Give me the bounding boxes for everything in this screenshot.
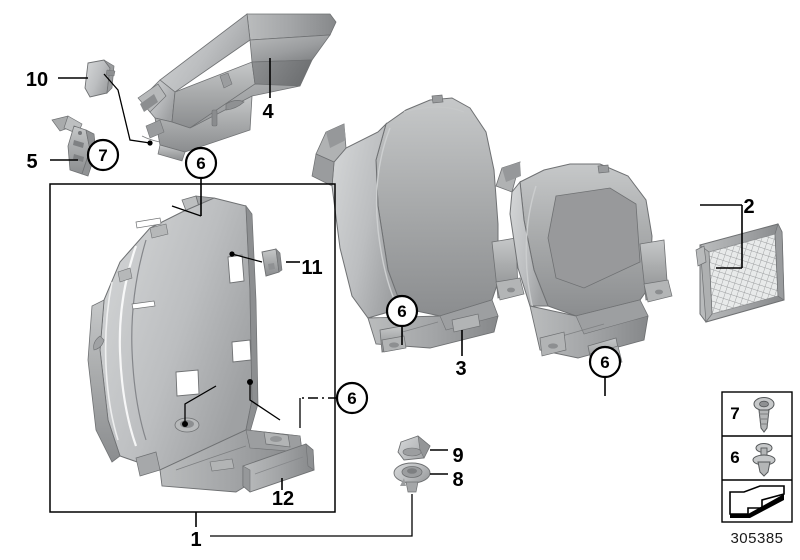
legend-box <box>721 391 793 523</box>
legend-label-7: 7 <box>730 404 739 423</box>
circled-callout-6-assembly-label: 6 <box>347 389 356 408</box>
circled-callout-6-panel3: 6 <box>385 294 419 328</box>
circled-callout-7-label: 7 <box>98 146 107 165</box>
leader-rivet-hook-b <box>184 385 217 424</box>
assembly-group-box <box>49 183 336 513</box>
callout-1: 1 <box>190 529 201 551</box>
part-wedge-clip <box>397 435 431 461</box>
part-cover-strip <box>242 443 315 493</box>
legend-row-screw <box>753 397 775 433</box>
callout-12: 12 <box>272 488 294 510</box>
legend-row-rivet <box>752 443 776 477</box>
part-grommet-nut <box>393 462 431 493</box>
callout-2: 2 <box>743 196 754 218</box>
callout-5: 5 <box>26 151 37 173</box>
circled-callout-6-panel3-label: 6 <box>397 302 406 321</box>
circled-callout-6-panel-right-label: 6 <box>600 353 609 372</box>
circled-callout-6-panel-right: 6 <box>588 345 622 379</box>
leader-circle-6-top-hook <box>171 205 202 217</box>
leader-rivet-hook-a <box>249 382 281 421</box>
callout-10: 10 <box>26 69 48 91</box>
leader-2-branch <box>716 205 743 269</box>
leader-dot-11 <box>229 251 235 257</box>
callout-9: 9 <box>452 445 463 467</box>
leader-dot-rivet-a <box>247 379 253 385</box>
leader-dot-rivet-b <box>182 421 188 427</box>
leader-8-9-to-assembly <box>210 494 413 537</box>
part-rear-left-trunk-trim-assembly <box>87 195 303 493</box>
leader-11-to-part <box>231 253 263 263</box>
part-trunk-side-panel-right <box>495 161 673 371</box>
leader-10-to-part <box>103 73 151 144</box>
leader-dot-10 <box>147 140 153 146</box>
callout-4: 4 <box>262 101 274 123</box>
callout-3: 3 <box>455 358 466 380</box>
part-end-cap <box>84 59 116 98</box>
legend-label-6: 6 <box>730 448 739 467</box>
diagram-id-number: 305385 <box>730 530 783 547</box>
part-upper-trim-rail <box>137 13 337 162</box>
legend-row-arrow <box>729 485 785 518</box>
callout-8: 8 <box>452 469 463 491</box>
part-cargo-net <box>695 223 785 323</box>
callout-11: 11 <box>301 257 322 279</box>
part-cover-cap <box>261 248 283 277</box>
part-trunk-side-panel-left <box>311 94 525 353</box>
circled-callout-6-top-label: 6 <box>196 154 205 173</box>
circled-callout-6-top: 6 <box>184 146 218 180</box>
circled-callout-6-assembly: 6 <box>335 381 369 415</box>
circled-callout-7: 7 <box>86 138 120 172</box>
